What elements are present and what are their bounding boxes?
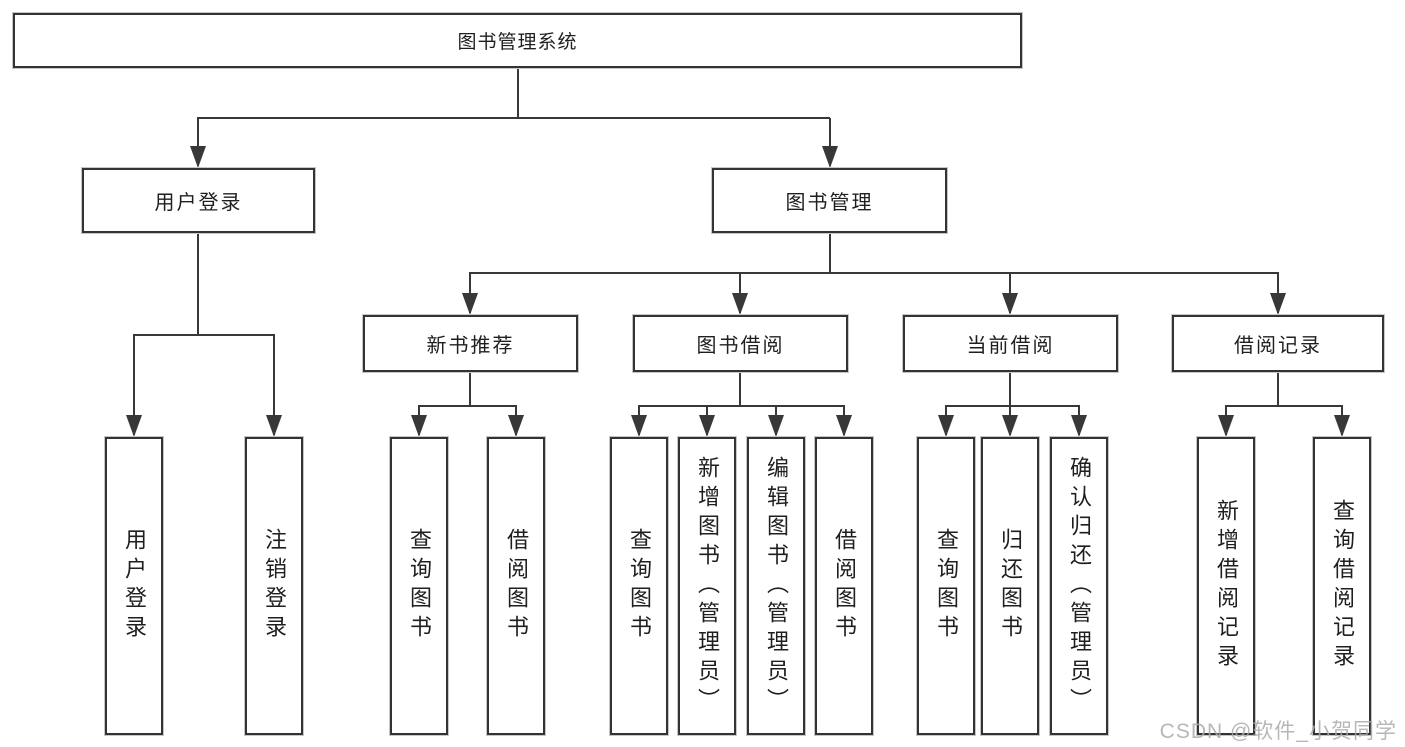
node-borrow-records: 借阅记录 (1172, 315, 1384, 372)
leaf-add-borrow-record: 新增借阅记录 (1197, 437, 1255, 735)
leaf-edit-book-admin: 编辑图书（管理员） (747, 437, 805, 735)
node-user-login: 用户登录 (82, 168, 315, 233)
node-current-borrow: 当前借阅 (903, 315, 1118, 372)
leaf-confirm-return-admin: 确认归还（管理员） (1050, 437, 1108, 735)
node-book-borrow: 图书借阅 (633, 315, 848, 372)
csdn-watermark: CSDN @软件_小贺同学 (1159, 720, 1397, 743)
node-new-book-recommend: 新书推荐 (363, 315, 578, 372)
leaf-user-login: 用户登录 (105, 437, 163, 735)
leaf-logout: 注销登录 (245, 437, 303, 735)
node-book-management: 图书管理 (712, 168, 947, 233)
connector-group (126, 67, 1350, 437)
leaf-borrow-books: 借阅图书 (815, 437, 873, 735)
leaf-return-books: 归还图书 (981, 437, 1039, 735)
leaf-borrow-books-recommend: 借阅图书 (487, 437, 545, 735)
leaf-add-book-admin: 新增图书（管理员） (678, 437, 736, 735)
leaf-query-books-borrow: 查询图书 (610, 437, 668, 735)
leaf-query-books-current: 查询图书 (917, 437, 975, 735)
leaf-query-borrow-record: 查询借阅记录 (1313, 437, 1371, 735)
node-root: 图书管理系统 (13, 13, 1022, 68)
leaf-query-books-recommend: 查询图书 (390, 437, 448, 735)
